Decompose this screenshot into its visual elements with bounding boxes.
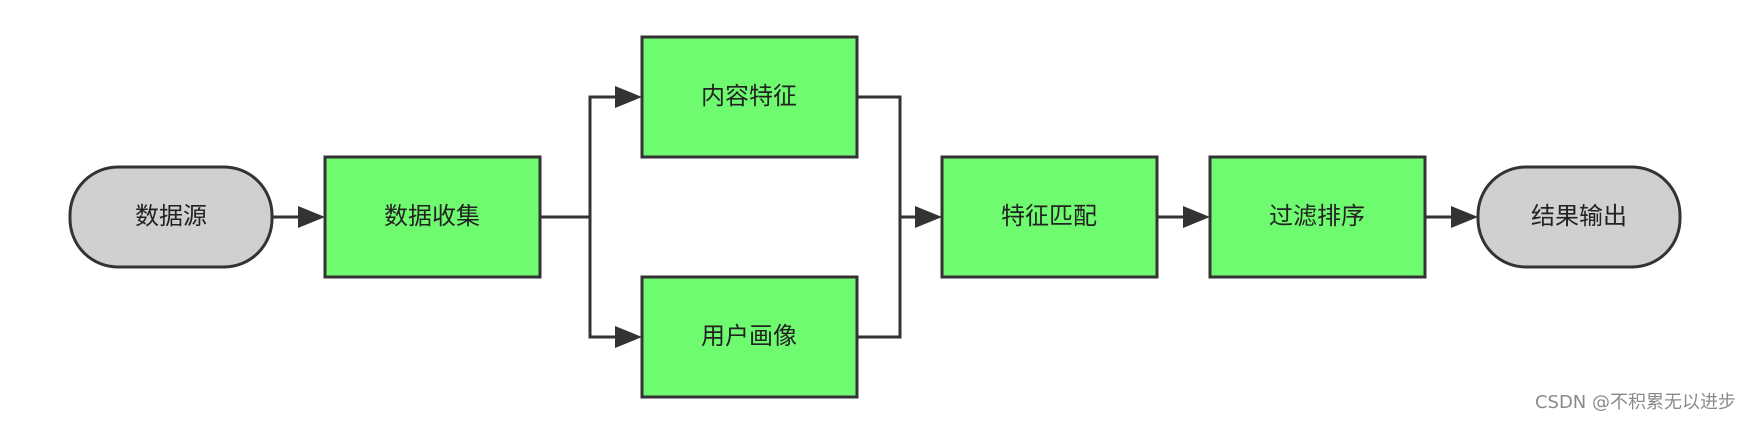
node-filter-sort-label: 过滤排序 — [1269, 202, 1365, 230]
edge-filter-to-output — [1425, 206, 1478, 228]
node-user-profile-label: 用户画像 — [701, 322, 797, 350]
node-data-collect-shape — [323, 155, 542, 279]
edge-profile-to-match — [857, 217, 902, 339]
node-data-collect-label: 数据收集 — [384, 202, 480, 230]
node-filter-sort: 过滤排序 — [1208, 155, 1427, 279]
node-content-features-label: 内容特征 — [701, 82, 797, 110]
node-content-features: 内容特征 — [640, 35, 859, 159]
edge-content-to-match — [857, 95, 942, 228]
edge-match-to-filter — [1157, 206, 1210, 228]
edge-collect-to-profile — [588, 217, 642, 348]
node-result-output-label: 结果输出 — [1531, 202, 1627, 230]
node-feature-match: 特征匹配 — [940, 155, 1159, 279]
node-feature-match-label: 特征匹配 — [1001, 202, 1097, 230]
node-content-features-shape — [640, 35, 859, 159]
node-user-profile: 用户画像 — [640, 275, 859, 399]
watermark-text: CSDN @不积累无以进步 — [1535, 392, 1736, 413]
node-data-collect: 数据收集 — [323, 155, 542, 279]
node-data-source: 数据源 — [68, 165, 274, 269]
node-feature-match-shape — [940, 155, 1159, 279]
edge-source-to-collect — [272, 206, 325, 228]
node-result-output: 结果输出 — [1476, 165, 1682, 269]
edge-collect-to-content — [540, 86, 642, 219]
node-data-source-label: 数据源 — [135, 202, 207, 230]
node-filter-sort-shape — [1208, 155, 1427, 279]
node-user-profile-shape — [640, 275, 859, 399]
